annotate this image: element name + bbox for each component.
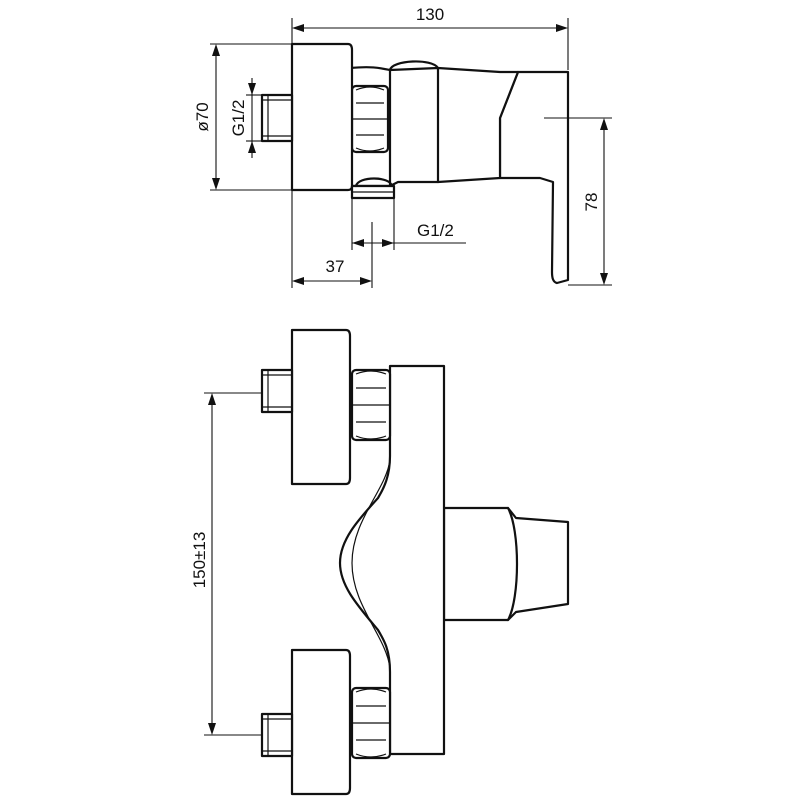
top-hex-nut (350, 84, 390, 154)
top-view: 130 ø70 G1/2 G1/2 (193, 5, 612, 288)
dim-outlet-offset: 37 (291, 190, 373, 288)
front-lower-inlet (260, 712, 294, 758)
dim-inlet-thread: G1/2 (229, 78, 262, 158)
dim-overall-width: 130 (291, 5, 569, 70)
dim-outlet-thread-label: G1/2 (417, 221, 454, 240)
dim-inlet-spacing-label: 150±13 (190, 532, 209, 589)
dim-handle-height: 78 (544, 117, 612, 286)
dim-diameter: ø70 (193, 43, 292, 191)
front-handle (442, 506, 570, 622)
dim-inlet-spacing: 150±13 (190, 392, 262, 736)
front-lower-rosette (290, 648, 352, 796)
top-inlet-thread (260, 93, 294, 143)
dim-overall-width-label: 130 (416, 5, 444, 24)
top-handle-lever (498, 70, 570, 285)
front-upper-inlet (260, 368, 294, 414)
front-mixer-body (338, 364, 446, 756)
front-upper-rosette (290, 328, 352, 486)
dim-outlet-offset-label: 37 (326, 257, 345, 276)
dim-inlet-thread-label: G1/2 (229, 100, 248, 137)
front-lower-hex-nut (350, 686, 392, 760)
dim-diameter-label: ø70 (193, 102, 212, 131)
dim-handle-height-label: 78 (582, 193, 601, 212)
front-view: 150±13 (190, 328, 570, 796)
front-upper-hex-nut (350, 368, 392, 442)
dim-outlet-thread: G1/2 (351, 198, 466, 250)
top-outlet (350, 177, 396, 200)
top-rosette (290, 42, 354, 192)
